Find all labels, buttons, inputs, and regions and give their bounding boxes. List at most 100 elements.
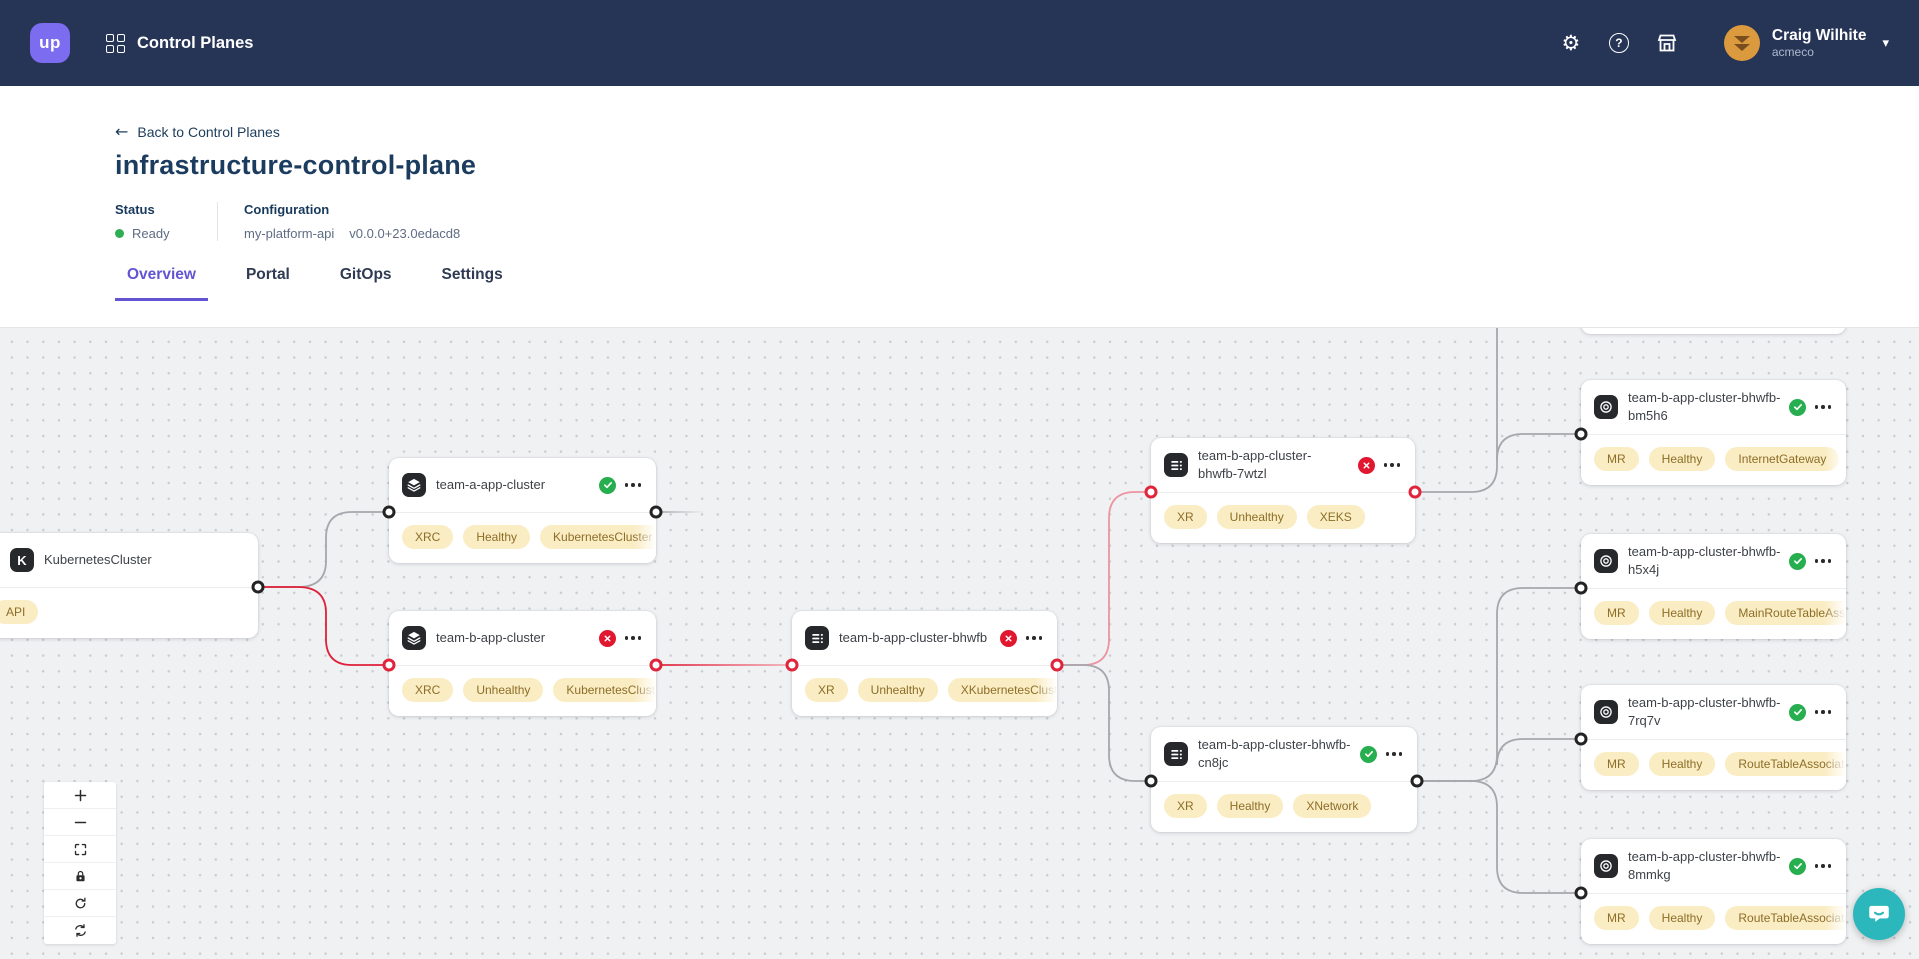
- refresh-button[interactable]: [44, 917, 116, 944]
- connection-handle-left[interactable]: [382, 505, 396, 519]
- configuration-version: v0.0.0+23.0edacd8: [349, 226, 461, 241]
- node-menu-button[interactable]: [623, 483, 643, 487]
- badge: RouteTableAssociation: [1725, 906, 1846, 930]
- connection-handle-left[interactable]: [1574, 886, 1588, 900]
- status-healthy-icon: [1360, 745, 1377, 763]
- reset-view-button[interactable]: [44, 890, 116, 917]
- node-divider: [1581, 893, 1846, 894]
- badge: Unhealthy: [1216, 505, 1297, 529]
- node-divider: [1581, 434, 1846, 435]
- node-menu-button[interactable]: [1813, 864, 1833, 868]
- help-icon[interactable]: ?: [1604, 28, 1634, 58]
- edge-cn8jc-to-8mmkg: [1417, 780, 1581, 894]
- node-title: team-b-app-cluster-bhwfb-8mmkg: [1628, 848, 1781, 882]
- node-title: team-b-app-cluster-bhwfb: [839, 629, 988, 645]
- badge: API: [0, 600, 39, 624]
- user-menu[interactable]: Craig Wilhite acmeco ▾: [1723, 25, 1889, 61]
- node-menu-button[interactable]: [1813, 559, 1833, 563]
- badge: Healthy: [1648, 447, 1716, 471]
- connection-handle-right[interactable]: [1050, 658, 1064, 672]
- chat-launcher-button[interactable]: [1853, 888, 1905, 940]
- node-title: team-a-app-cluster: [436, 476, 546, 492]
- node-menu-button[interactable]: [1813, 405, 1833, 409]
- badge: MR: [1594, 447, 1639, 471]
- canvas-controls: [44, 782, 116, 944]
- tab-settings[interactable]: Settings: [441, 266, 503, 283]
- connection-handle-right[interactable]: [1410, 774, 1424, 788]
- caret-down-icon: ▾: [1882, 35, 1889, 51]
- node-divider: [0, 587, 258, 588]
- settings-gear-icon[interactable]: ⚙: [1561, 30, 1581, 55]
- node-menu-button[interactable]: [623, 636, 643, 640]
- status-unhealthy-icon: [599, 629, 616, 647]
- composite-resource-icon: [1164, 742, 1188, 766]
- badge: MR: [1594, 906, 1639, 930]
- tab-portal[interactable]: Portal: [245, 266, 290, 283]
- tab-overview[interactable]: Overview: [115, 266, 208, 301]
- badge: XR: [805, 678, 848, 702]
- edge-cn8jc-to-h5x4j: [1417, 587, 1581, 782]
- node-divider: [1581, 588, 1846, 589]
- zoom-in-button[interactable]: [44, 782, 116, 809]
- node-divider: [1581, 739, 1846, 740]
- connection-handle-right[interactable]: [1408, 485, 1422, 499]
- tab-gitops[interactable]: GitOps: [339, 266, 392, 283]
- connection-handle-left[interactable]: [1574, 732, 1588, 746]
- status-healthy-icon: [1789, 857, 1806, 875]
- connection-handle-left[interactable]: [1144, 774, 1158, 788]
- status-healthy-icon: [599, 476, 616, 494]
- node-divider: [1151, 781, 1417, 782]
- managed-resource-icon: [1594, 854, 1618, 878]
- back-link[interactable]: ← Back to Control Planes: [115, 122, 280, 141]
- badge: MR: [1594, 601, 1639, 625]
- connection-handle-left[interactable]: [785, 658, 799, 672]
- status-label: Status: [115, 202, 155, 217]
- connection-handle-right[interactable]: [649, 658, 663, 672]
- node-divider: [792, 665, 1057, 666]
- fit-view-button[interactable]: [44, 836, 116, 863]
- connection-handle-left[interactable]: [1574, 427, 1588, 441]
- node-menu-button[interactable]: [1382, 463, 1402, 467]
- node-divider: [1151, 492, 1415, 493]
- node-title: team-b-app-cluster-bhwfb-h5x4j: [1628, 543, 1781, 577]
- zoom-out-button[interactable]: [44, 809, 116, 836]
- connection-handle-left[interactable]: [382, 658, 396, 672]
- node-title: team-b-app-cluster-bhwfb-7wtzl: [1198, 447, 1312, 481]
- edge-k8s-to-team-b: [257, 586, 389, 666]
- edge-trunk-to-bm5h6: [1496, 433, 1581, 461]
- upbound-logo[interactable]: up: [30, 23, 70, 63]
- lock-button[interactable]: [44, 863, 116, 890]
- node-menu-button[interactable]: [1813, 710, 1833, 714]
- status-ready-dot: [115, 229, 124, 238]
- node-menu-button[interactable]: [1384, 752, 1404, 756]
- graph-node-partial-top-node[interactable]: [1581, 328, 1846, 334]
- layers-icon: [402, 473, 426, 497]
- managed-resource-icon: [1594, 395, 1618, 419]
- status-healthy-icon: [1789, 703, 1806, 721]
- edge-bhwfb-to-7wtzl: [1057, 491, 1151, 666]
- node-menu-button[interactable]: [1024, 636, 1044, 640]
- connection-handle-left[interactable]: [1574, 581, 1588, 595]
- connection-handle-right[interactable]: [251, 580, 265, 594]
- connection-handle-left[interactable]: [1144, 485, 1158, 499]
- marketplace-icon[interactable]: [1652, 28, 1682, 58]
- apps-grid-icon: [106, 33, 125, 53]
- connection-handle-right[interactable]: [649, 505, 663, 519]
- configuration-name: my-platform-api: [244, 226, 335, 241]
- composite-resource-icon: [1164, 453, 1188, 477]
- user-org: acmeco: [1771, 45, 1814, 60]
- edge-bhwfb-to-cn8jc: [1057, 664, 1151, 782]
- back-arrow-icon: ←: [115, 122, 129, 141]
